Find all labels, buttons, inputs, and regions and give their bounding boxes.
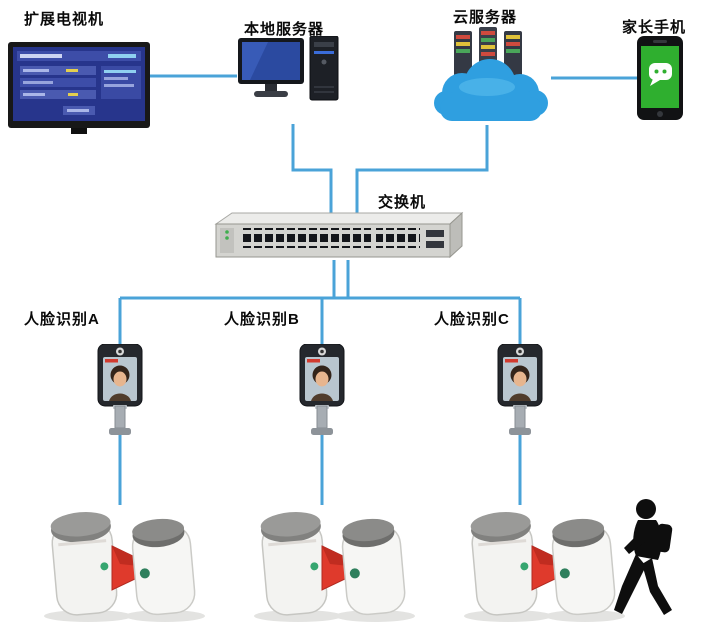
- label-cloud-server: 云服务器: [453, 9, 518, 26]
- turnstile-a-icon: [44, 511, 205, 622]
- label-face-a: 人脸识别A: [24, 311, 100, 328]
- face-terminal-a-icon: [97, 343, 143, 435]
- face-terminal-b-icon: [299, 343, 345, 435]
- label-face-c: 人脸识别C: [434, 311, 510, 328]
- line-cloud-switch: [355, 125, 489, 216]
- switch-icon: [214, 211, 464, 259]
- label-switch: 交换机: [378, 194, 427, 211]
- cloud-shape: [434, 59, 548, 121]
- label-local-server: 本地服务器: [244, 21, 325, 38]
- label-parent-phone: 家长手机: [622, 19, 687, 36]
- cloud-server-icon: [434, 27, 548, 121]
- wechat-bubble-icon: [649, 63, 672, 80]
- label-face-b: 人脸识别B: [224, 311, 300, 328]
- server-racks: [454, 27, 522, 81]
- label-tv: 扩展电视机: [24, 11, 105, 28]
- turnstile-c-icon: [464, 511, 625, 622]
- local-server-icon: [238, 35, 339, 101]
- turnstile-b-icon: [254, 511, 415, 622]
- phone-icon: [637, 36, 683, 120]
- tv-icon: [8, 42, 150, 134]
- line-server-switch: [291, 124, 333, 216]
- person-icon: [614, 499, 673, 615]
- face-terminal-c-icon: [497, 343, 543, 435]
- switch-ports: [240, 228, 371, 248]
